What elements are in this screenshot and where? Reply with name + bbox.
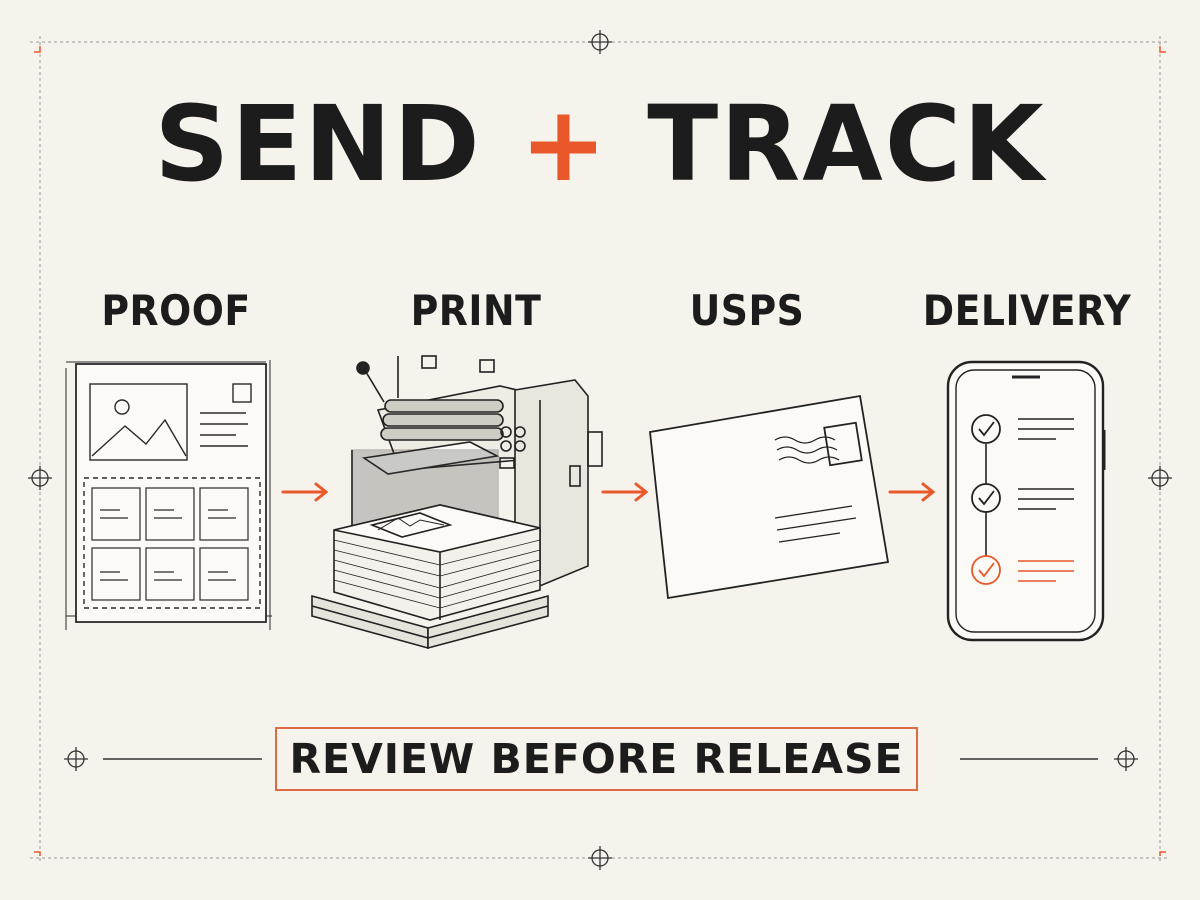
- stage-label-proof: PROOF: [101, 286, 251, 335]
- crosshair-icon: [1114, 747, 1138, 771]
- check-icon: [971, 483, 1001, 513]
- review-banner: REVIEW BEFORE RELEASE: [275, 727, 918, 791]
- crosshair-icon: [64, 747, 88, 771]
- stage-label-usps: USPS: [689, 286, 805, 335]
- check-icon: [971, 555, 1001, 585]
- page-title: SEND + TRACK: [0, 92, 1200, 196]
- check-icon: [971, 414, 1001, 444]
- review-label: REVIEW BEFORE RELEASE: [289, 735, 904, 783]
- crosshair-icon: [588, 30, 612, 54]
- stage-label-print: PRINT: [410, 286, 542, 335]
- envelope-icon: [649, 394, 890, 600]
- proof-sheet-icon: [65, 360, 272, 630]
- title-send: SEND: [154, 83, 482, 205]
- stage-label-delivery: DELIVERY: [922, 286, 1132, 335]
- title-track: TRACK: [647, 83, 1046, 205]
- phone-tracking-icon: [946, 360, 1106, 642]
- crosshair-icon: [1148, 466, 1172, 490]
- corner-marks: [34, 46, 1166, 856]
- plus-icon: +: [519, 83, 609, 205]
- printing-press-icon: [311, 355, 603, 650]
- arrow-right-icon: [281, 482, 329, 502]
- crosshair-icon: [588, 846, 612, 870]
- crosshair-icon: [28, 466, 52, 490]
- arrow-right-icon: [601, 482, 649, 502]
- arrow-right-icon: [888, 482, 936, 502]
